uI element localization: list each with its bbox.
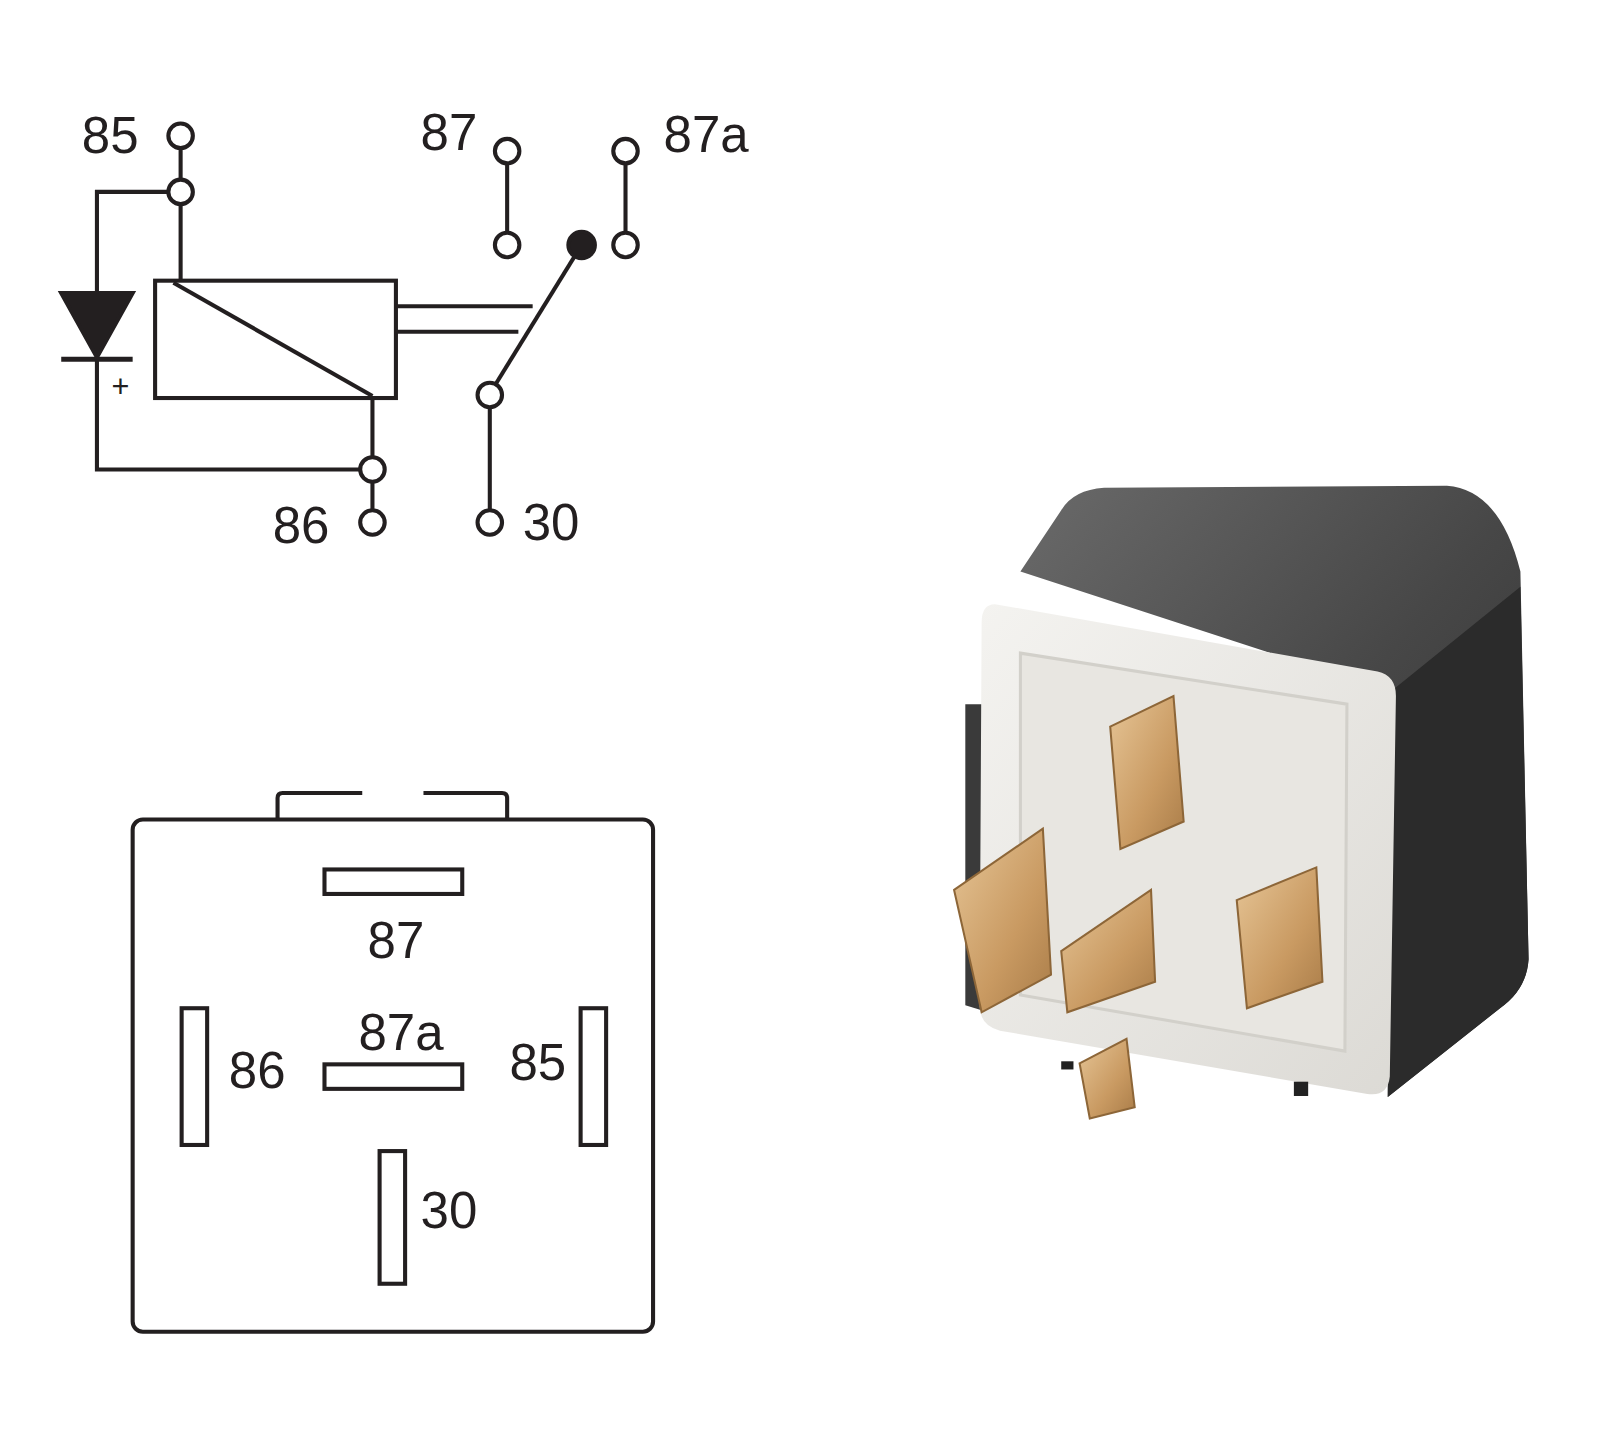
terminal-circle xyxy=(495,233,519,257)
terminal-link xyxy=(370,482,374,511)
wire xyxy=(97,192,168,293)
pin-blade xyxy=(1237,867,1323,1008)
terminal-circle xyxy=(495,139,519,163)
terminal-number: 87 xyxy=(421,107,478,158)
face-recess xyxy=(1020,653,1347,1051)
pinout-view xyxy=(133,793,653,1332)
pin-name: 30 xyxy=(421,1186,478,1237)
contact-dot xyxy=(568,232,595,259)
pin-name: 87a xyxy=(358,1007,443,1058)
terminal-circle xyxy=(613,233,637,257)
relay-coil xyxy=(155,281,396,398)
graphic-g xyxy=(954,696,1322,1118)
relay-housing xyxy=(133,819,653,1331)
relay-side xyxy=(1388,587,1529,1097)
pin-blade xyxy=(581,1008,607,1145)
relay-body xyxy=(1020,486,1528,1097)
pin-base xyxy=(1294,1082,1308,1096)
terminal-link xyxy=(488,407,492,510)
diode-symbol xyxy=(61,293,132,357)
relay-photo xyxy=(954,486,1528,1119)
terminal-number: 86 xyxy=(273,500,330,551)
pin-blade xyxy=(182,1008,208,1145)
mechanical-link xyxy=(396,304,533,308)
pin-blade xyxy=(1110,696,1183,849)
pin-name: 85 xyxy=(509,1038,566,1089)
terminal-link xyxy=(623,163,627,232)
terminal-circle xyxy=(360,457,384,481)
terminal-circle xyxy=(478,383,502,407)
housing-tab xyxy=(278,793,508,820)
terminal-circle xyxy=(613,139,637,163)
terminal-number: 87a xyxy=(664,109,749,160)
terminal-number: 30 xyxy=(523,498,580,549)
terminal-circle xyxy=(168,124,192,148)
pin-blade xyxy=(324,869,462,893)
relay-schematic xyxy=(61,124,638,535)
wire xyxy=(97,359,360,469)
pin-blade xyxy=(324,1064,462,1088)
wire xyxy=(370,398,374,457)
pin-name: 86 xyxy=(229,1046,286,1097)
pin-blade xyxy=(1080,1039,1135,1119)
terminal-link xyxy=(179,148,183,180)
coil-diagonal xyxy=(173,283,372,396)
wire xyxy=(179,204,183,281)
terminal-link xyxy=(505,163,509,232)
pin-blade xyxy=(1061,890,1155,1012)
polarity-mark: + xyxy=(111,370,129,401)
pin-blade xyxy=(954,829,1051,1013)
switch-arm xyxy=(496,245,582,384)
pin-base xyxy=(1061,1061,1073,1069)
terminal-circle xyxy=(168,180,192,204)
terminal-circle xyxy=(478,510,502,534)
pin-blade xyxy=(380,1151,406,1284)
terminal-circle xyxy=(360,510,384,534)
pin-name: 87 xyxy=(368,915,425,966)
mechanical-link xyxy=(396,330,518,334)
terminal-number: 85 xyxy=(82,110,139,161)
graphic-g xyxy=(168,124,637,535)
